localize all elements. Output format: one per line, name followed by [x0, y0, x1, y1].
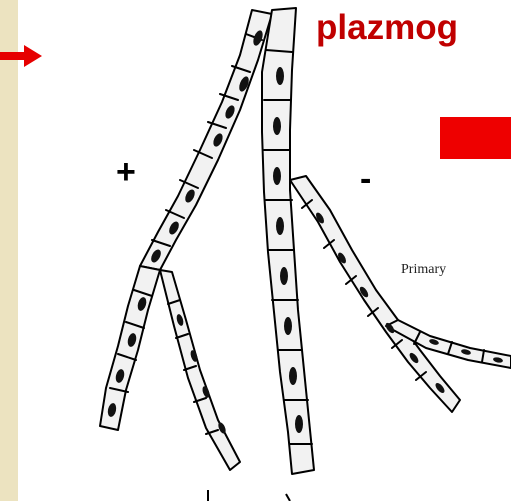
plus-mating-type-label: +	[116, 155, 136, 189]
red-block	[440, 117, 511, 159]
slide-title: plazmog	[316, 10, 458, 45]
pointer-arrow-icon	[0, 45, 42, 67]
minus-hypha	[262, 8, 511, 474]
bottom-tick-marks	[208, 490, 290, 501]
primary-label: Primary	[401, 262, 446, 278]
minus-mating-type-label: -	[360, 162, 371, 196]
